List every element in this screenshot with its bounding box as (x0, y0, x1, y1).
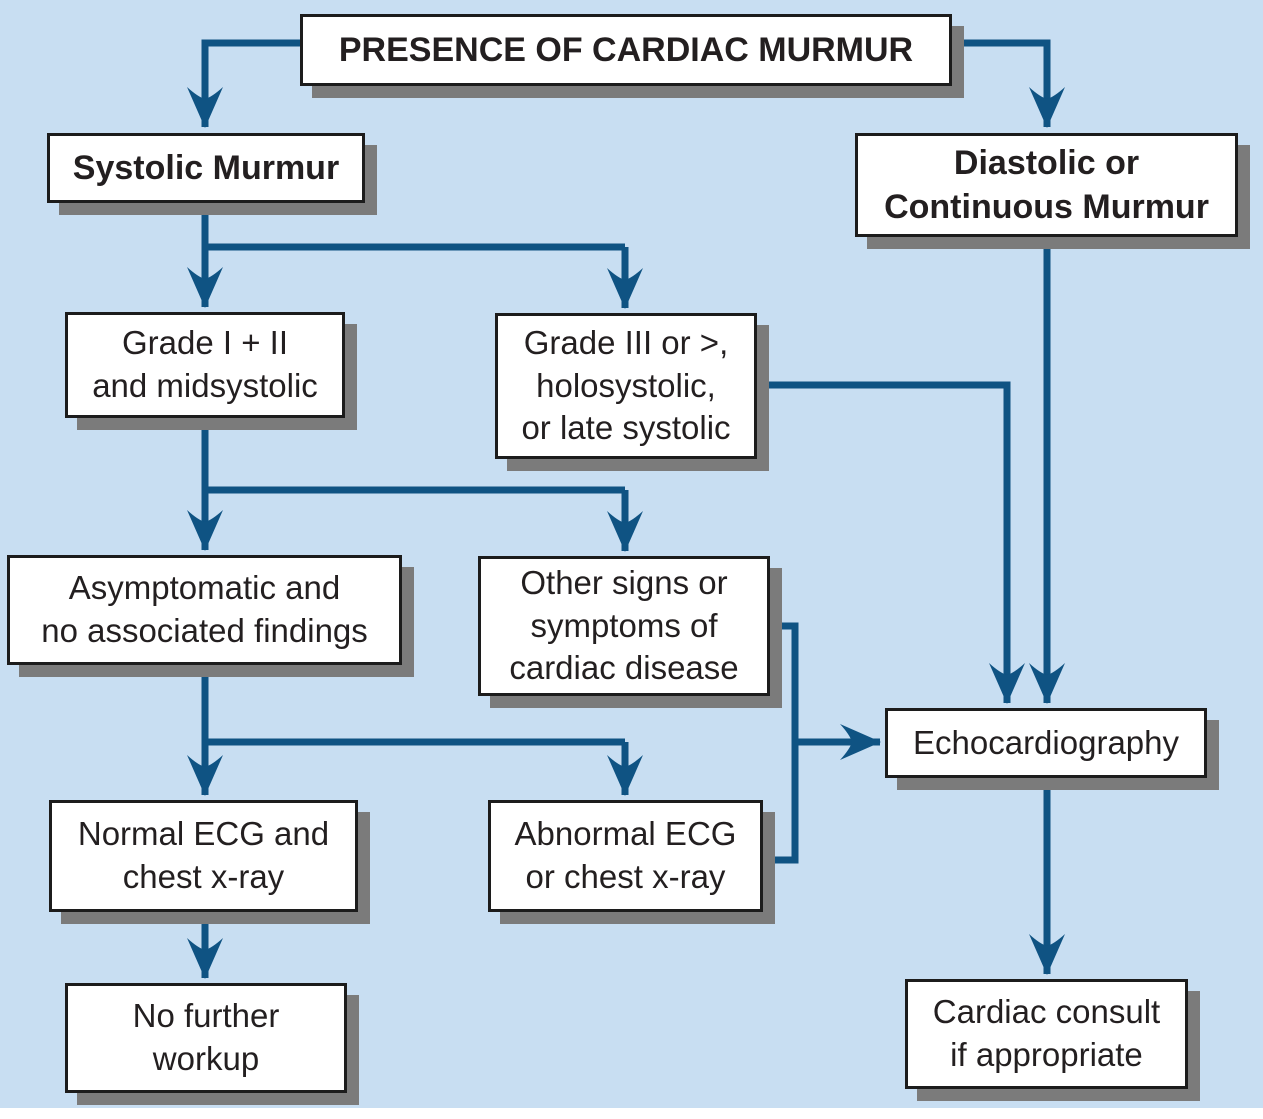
node-echocardiography: Echocardiography (885, 708, 1207, 778)
edge-presence-to-systolic (187, 39, 302, 128)
node-normal-ecg-label: Normal ECG and chest x-ray (77, 815, 330, 895)
figure-bottom-margin (0, 1108, 1263, 1119)
node-diastolic-label: Diastolic or Continuous Murmur (884, 143, 1209, 226)
node-asymptomatic-no-findings: Asymptomatic and no associated findings (7, 555, 402, 665)
node-systolic-label: Systolic Murmur (72, 148, 340, 187)
edge-grade3-to-echo (757, 381, 1025, 704)
node-other-signs-label: Other signs or symptoms of cardiac disea… (509, 563, 739, 687)
edge-presence-to-diastolic (950, 39, 1065, 128)
node-normal-ecg-chest-xray: Normal ECG and chest x-ray (49, 800, 358, 912)
node-abnormal-ecg-label: Abnormal ECG or chest x-ray (514, 815, 737, 895)
node-cardiac-consult-label: Cardiac consult if appropriate (932, 993, 1161, 1073)
node-presence-label: PRESENCE OF CARDIAC MURMUR (338, 30, 914, 69)
node-grade3-label: Grade III or >, holosystolic, or late sy… (521, 323, 731, 447)
node-other-signs-symptoms: Other signs or symptoms of cardiac disea… (478, 556, 770, 696)
node-echo-label: Echocardiography (913, 723, 1179, 761)
node-no-further-workup: No further workup (65, 983, 347, 1093)
node-cardiac-consult: Cardiac consult if appropriate (905, 979, 1188, 1089)
node-grade-3-holosystolic: Grade III or >, holosystolic, or late sy… (495, 313, 757, 459)
node-abnormal-ecg-chest-xray: Abnormal ECG or chest x-ray (488, 800, 763, 912)
node-grade12-label: Grade I + II and midsystolic (92, 324, 318, 404)
node-presence-of-cardiac-murmur: PRESENCE OF CARDIAC MURMUR (300, 14, 952, 86)
edge-systolic-branch-bar (201, 203, 625, 251)
node-systolic-murmur: Systolic Murmur (47, 133, 365, 203)
node-grade-1-2-midsystolic: Grade I + II and midsystolic (65, 312, 345, 418)
node-asymptomatic-label: Asymptomatic and no associated findings (41, 569, 368, 649)
node-no-further-label: No further workup (132, 997, 280, 1077)
node-diastolic-continuous-murmur: Diastolic or Continuous Murmur (855, 133, 1238, 237)
